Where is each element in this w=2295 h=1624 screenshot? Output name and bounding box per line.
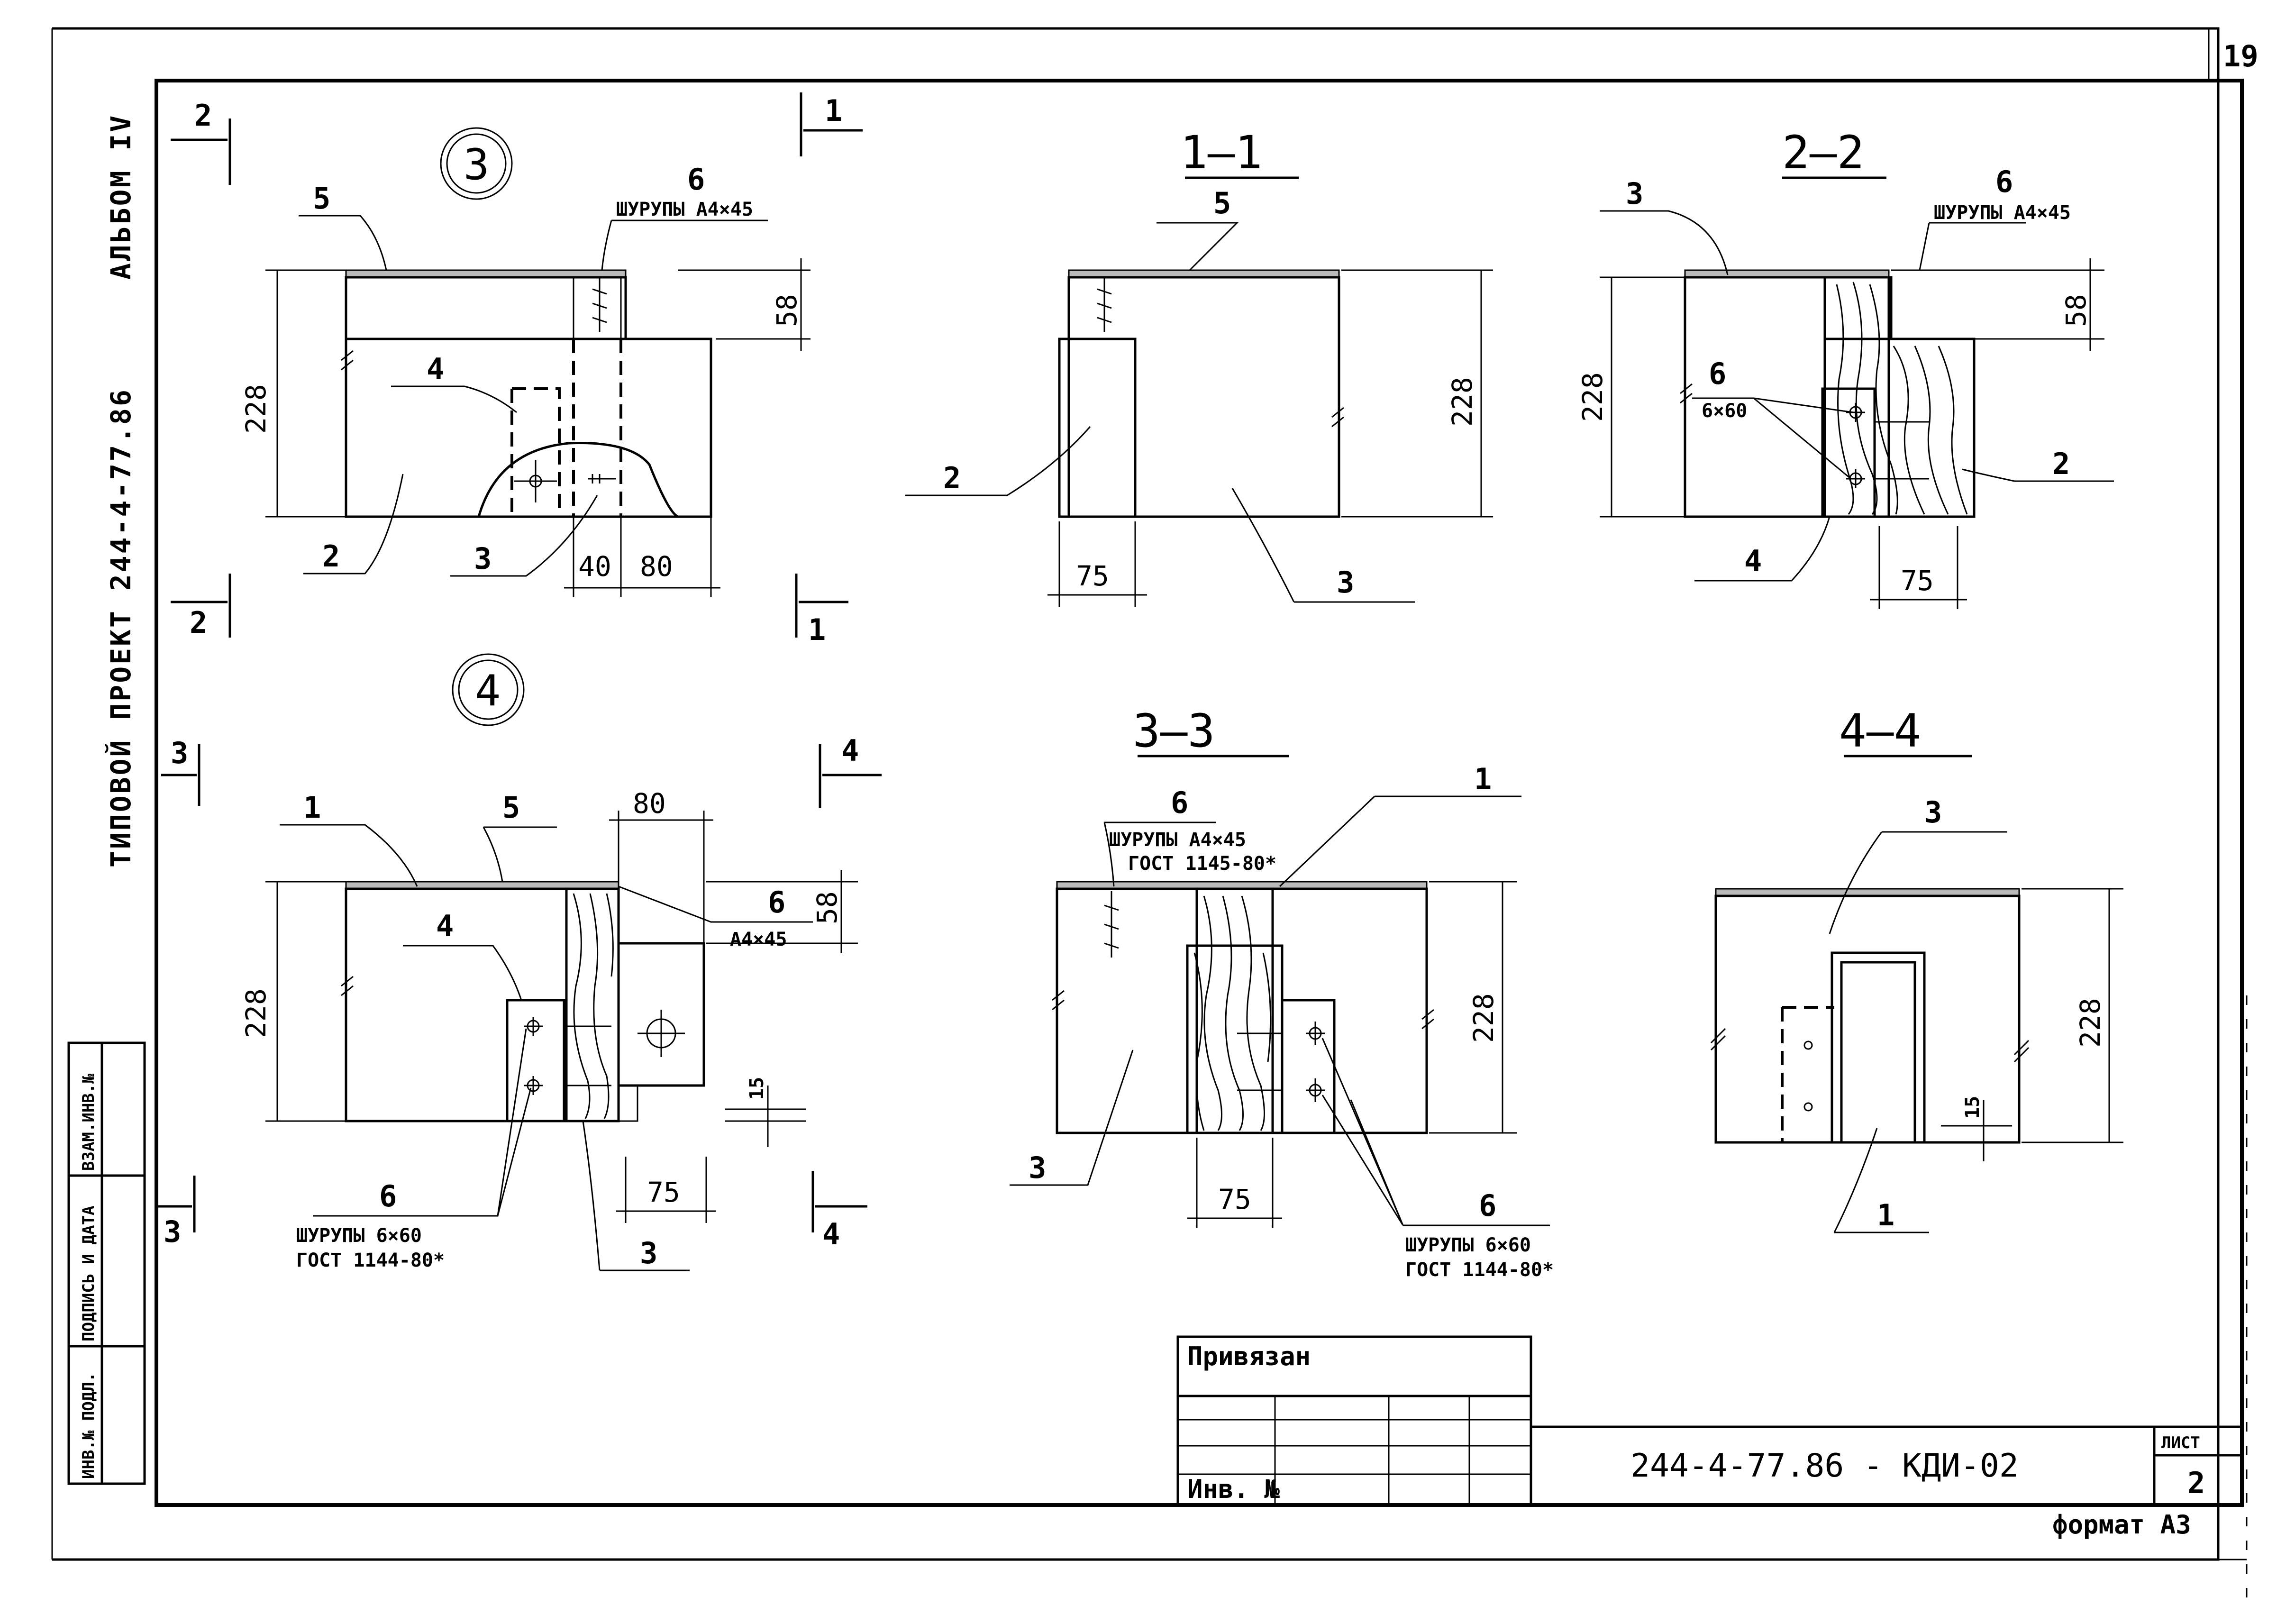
strip-cell-2: ПОДПИСЬ И ДАТА <box>79 1205 98 1341</box>
sec44-label-1: 1 <box>1877 1198 1894 1232</box>
sec11-dim-228: 228 <box>1446 377 1478 427</box>
node-4-circle-label: 4 <box>475 666 501 716</box>
sec22-dim-228: 228 <box>1576 372 1609 422</box>
sec33-label-6b-note1: ШУРУПЫ 6×60 <box>1405 1234 1531 1256</box>
node4-dim-80: 80 <box>633 787 666 820</box>
sec33-title: 3—3 <box>1133 704 1215 757</box>
node4-label-6b-note2: ГОСТ 1144-80* <box>296 1250 445 1271</box>
sec22-label-2: 2 <box>2052 447 2070 481</box>
node-3-circle-label: 3 <box>464 140 489 190</box>
sec11-title: 1—1 <box>1180 126 1262 179</box>
sec33-label-3: 3 <box>1029 1150 1046 1185</box>
node4-dim-75: 75 <box>647 1176 680 1208</box>
sec33-label-6b: 6 <box>1479 1188 1496 1223</box>
sec33-label-6-note2: ГОСТ 1145-80* <box>1128 853 1276 875</box>
node3-dim-228: 228 <box>240 384 272 434</box>
sec11-label-2: 2 <box>943 461 961 495</box>
sec22-dim-58: 58 <box>2060 294 2092 327</box>
node4-dim-58: 58 <box>811 891 843 924</box>
section-mark-1-top: 1 <box>825 93 842 128</box>
node3-dim-80: 80 <box>640 550 673 583</box>
sec44-dim-15: 15 <box>1962 1096 1984 1119</box>
strip-cell-1: ВЗАМ.ИНВ.№ <box>79 1074 98 1171</box>
sec33-label-6: 6 <box>1171 785 1188 820</box>
section-mark-4-top: 4 <box>841 733 859 768</box>
sheet-frame <box>51 27 2248 1597</box>
node3-label-3: 3 <box>474 541 492 576</box>
sec33-dim-75: 75 <box>1218 1183 1251 1215</box>
sec33-wood-grain <box>1193 895 1272 1131</box>
project-label: ТИПОВОЙ ПРОЕКТ 244-4-77.86 <box>104 388 137 867</box>
section-1-1-view: 1—1 228 75 5 2 3 <box>905 126 1493 607</box>
node3-dim-58: 58 <box>771 294 803 327</box>
node4-label-3: 3 <box>640 1236 657 1270</box>
sec22-label-6-note: ШУРУПЫ А4×45 <box>1934 202 2071 224</box>
stamp-list-value: 2 <box>2187 1466 2205 1500</box>
node-4-view: 4 3 3 4 4 228 80 58 15 <box>156 653 882 1271</box>
stamp-inv: Инв. № <box>1187 1474 1280 1504</box>
section-4-4-view: 4—4 228 15 3 1 <box>1710 704 2123 1233</box>
stamp-privyazan: Привязан <box>1187 1341 1311 1371</box>
section-mark-4-bottom: 4 <box>822 1217 840 1251</box>
section-mark-2-bottom: 2 <box>190 605 207 640</box>
node4-dim-228: 228 <box>240 988 272 1038</box>
left-stamp-strip: ВЗАМ.ИНВ.№ ПОДПИСЬ И ДАТА ИНВ.№ ПОДЛ. <box>67 1041 146 1485</box>
sec44-label-3: 3 <box>1924 795 1942 830</box>
node4-label-6b: 6 <box>379 1179 397 1213</box>
sec22-label-3: 3 <box>1626 176 1643 211</box>
node3-label-2: 2 <box>322 539 340 574</box>
node4-label-6-note: А4×45 <box>730 929 787 950</box>
section-mark-1-bottom: 1 <box>808 612 826 647</box>
sec22-label-6b: 6 <box>1709 356 1726 391</box>
section-mark-3-top: 3 <box>171 736 188 770</box>
sec11-label-3: 3 <box>1337 565 1354 600</box>
node4-label-5: 5 <box>502 790 520 825</box>
sec22-label-4: 4 <box>1744 544 1762 578</box>
side-title: АЛЬБОМ IV ТИПОВОЙ ПРОЕКТ 244-4-77.86 <box>104 114 137 867</box>
stamp-code: 244-4-77.86 - КДИ-02 <box>1630 1447 2019 1485</box>
node4-wood-grain <box>573 893 614 1119</box>
node3-label-6: 6 <box>687 162 705 197</box>
section-3-3-view: 3—3 228 75 6 ШУРУПЫ А4×45 ГОСТ 1145-80* … <box>1010 704 1554 1281</box>
sec22-label-6b-note: 6×60 <box>1702 400 1747 422</box>
node4-label-1: 1 <box>303 790 321 825</box>
sec11-dim-75: 75 <box>1076 560 1109 592</box>
node4-dim-15: 15 <box>746 1077 768 1100</box>
node3-label-5: 5 <box>313 181 330 216</box>
section-mark-3-bottom: 3 <box>164 1214 181 1249</box>
section-mark-2-top: 2 <box>194 98 212 133</box>
node4-label-6b-note1: ШУРУПЫ 6×60 <box>296 1225 422 1247</box>
sheet-number: 19 <box>2223 39 2259 73</box>
sec44-title: 4—4 <box>1839 704 1921 757</box>
node3-label-6-note: ШУРУПЫ А4×45 <box>616 199 753 220</box>
sec33-label-6-note1: ШУРУПЫ А4×45 <box>1109 829 1246 851</box>
section-2-2-view: 2—2 228 58 75 3 6 ШУРУПЫ А4×45 <box>1576 126 2114 609</box>
sec22-title: 2—2 <box>1782 126 1864 179</box>
sec33-label-1: 1 <box>1474 762 1492 796</box>
node3-label-4: 4 <box>427 352 444 386</box>
sec33-dim-228: 228 <box>1467 993 1500 1043</box>
stamp-format: формат А3 <box>2052 1510 2191 1540</box>
sec22-label-6: 6 <box>1995 164 2013 199</box>
sec33-label-6b-note2: ГОСТ 1144-80* <box>1405 1259 1554 1281</box>
strip-cell-3: ИНВ.№ ПОДЛ. <box>79 1372 98 1479</box>
album-label: АЛЬБОМ IV <box>105 114 137 280</box>
node-3-view: 3 2 2 1 1 228 58 40 80 5 6 <box>171 92 863 647</box>
sec22-dim-75: 75 <box>1901 565 1934 597</box>
stamp-block: Привязан Инв. № 244-4-77.86 - КДИ-02 ЛИС… <box>1176 1335 2242 1540</box>
sec11-label-5: 5 <box>1213 186 1231 220</box>
node4-label-6: 6 <box>768 885 785 920</box>
node4-label-4: 4 <box>436 909 454 943</box>
node3-dim-40: 40 <box>578 550 611 583</box>
sec44-dim-228: 228 <box>2074 998 2106 1048</box>
stamp-list-label: ЛИСТ <box>2161 1433 2200 1452</box>
